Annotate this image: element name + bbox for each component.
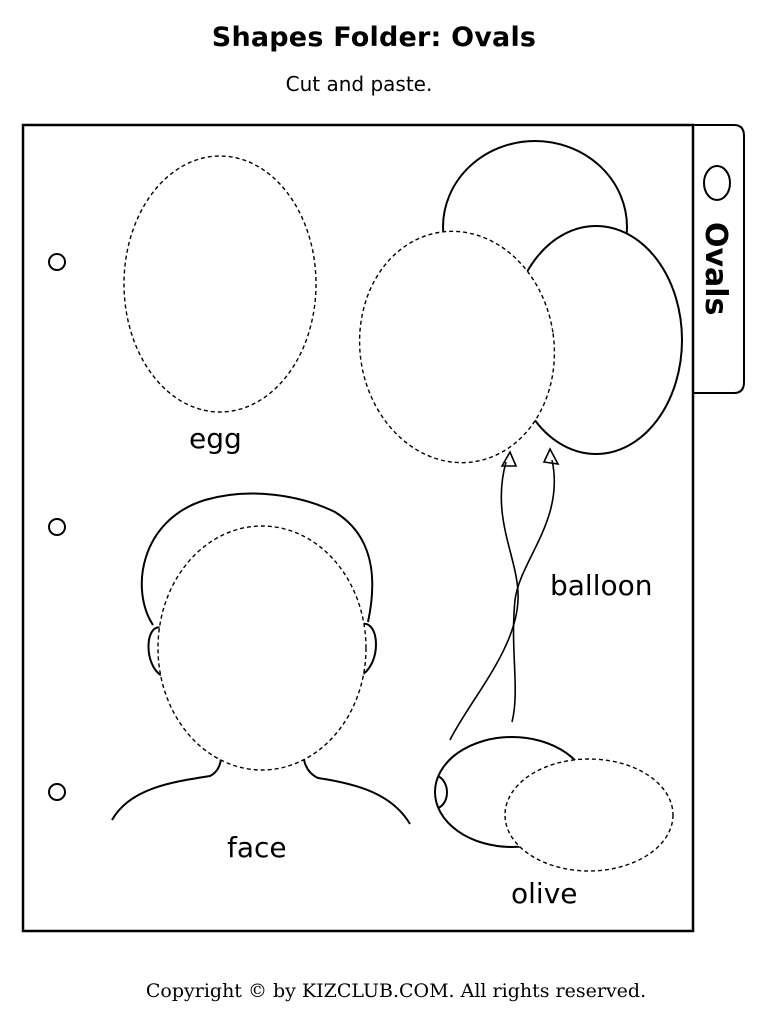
balloon-knot-left	[500, 450, 518, 467]
balloon-string-right	[511, 459, 556, 723]
page-title: Shapes Folder: Ovals	[211, 22, 537, 53]
folder-page-border	[21, 123, 695, 933]
binder-hole-top	[48, 253, 66, 271]
egg-label: egg	[189, 422, 242, 455]
ear-left	[147, 626, 163, 677]
page-instructions: Cut and paste.	[285, 72, 433, 96]
folder-tab	[693, 124, 745, 394]
olive-label: olive	[511, 877, 578, 910]
balloon-knot-right	[542, 447, 560, 466]
tab-oval-icon	[703, 165, 731, 201]
binder-hole-bottom	[48, 783, 66, 801]
ear-right	[359, 622, 377, 677]
tab-label: Ovals	[698, 222, 733, 315]
olive-cut-oval[interactable]	[504, 758, 674, 872]
olive-pimento	[437, 775, 448, 809]
balloon-label: balloon	[550, 569, 653, 602]
face-label: face	[227, 831, 287, 864]
egg-cut-oval[interactable]	[123, 155, 317, 413]
copyright-notice: Copyright © by KIZCLUB.COM. All rights r…	[145, 980, 647, 1002]
binder-hole-middle	[48, 518, 66, 536]
balloon-string-left	[449, 461, 519, 741]
face-cut-oval[interactable]	[157, 525, 367, 771]
balloon-cut-oval[interactable]	[345, 219, 569, 476]
hair-outline	[140, 492, 374, 626]
